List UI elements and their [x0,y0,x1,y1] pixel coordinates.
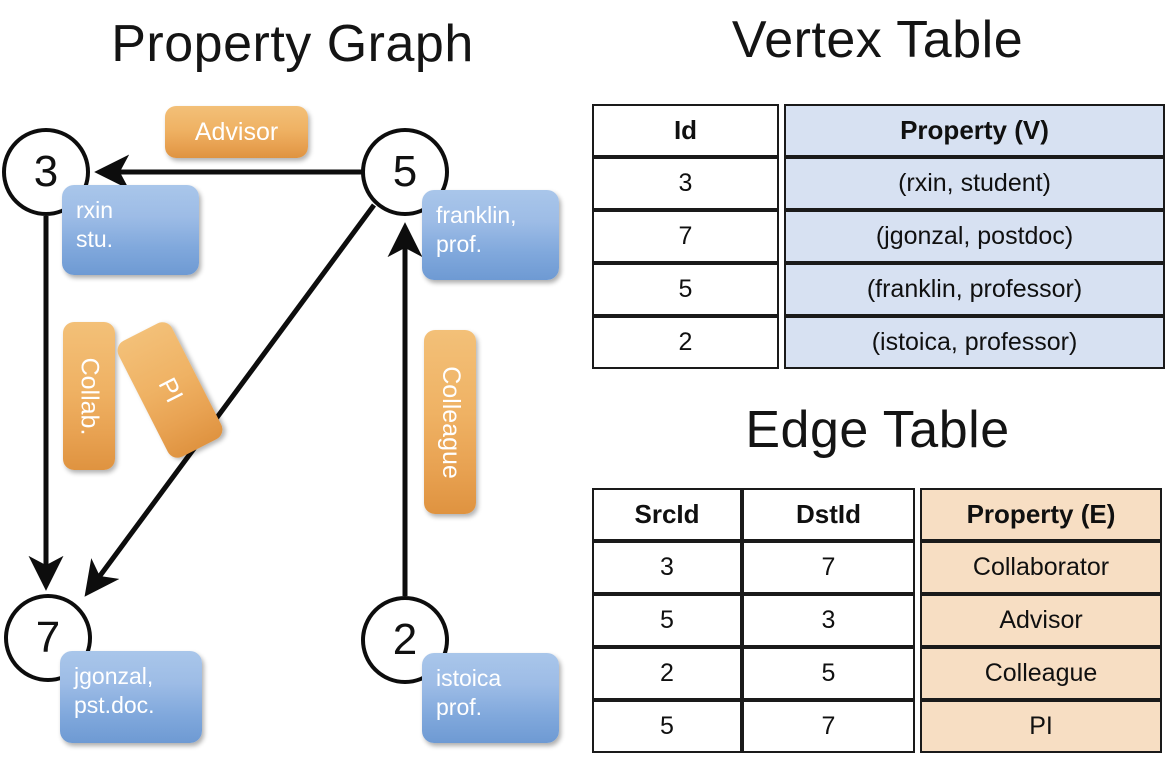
edge-label-collaborator-text: Collab. [75,357,104,435]
edge-table-column-gap [915,700,920,753]
edge-row-3-property: PI [920,700,1162,753]
edge-label-advisor-text: Advisor [194,117,279,146]
table-row[interactable]: 2 5 Colleague [592,647,1162,700]
edge-row-3-src: 5 [592,700,742,753]
graph-node-2[interactable]: 2 [361,596,449,684]
edge-row-2-dst: 5 [742,647,915,700]
vertex-row-2-property: (franklin, professor) [784,263,1165,316]
vertex-table-title: Vertex Table [731,11,1024,69]
edge-table-column-gap [915,647,920,700]
vertex-row-1-id: 7 [592,210,779,263]
vertex-table-column-gap [779,263,784,316]
edge-row-3-dst: 7 [742,700,915,753]
table-row[interactable]: 5 3 Advisor [592,594,1162,647]
node-7-property-box: jgonzal, pst.doc. [60,651,202,743]
edge-row-0-property: Collaborator [920,541,1162,594]
edge-label-pi-text: PI [152,372,189,407]
node-3-property-line-2: stu. [76,226,114,252]
node-2-property-line-2: prof. [436,694,483,720]
node-3-property-line-1: rxin [76,197,114,223]
edge-header-srcid: SrcId [592,488,742,541]
edge-table-column-gap [915,488,920,541]
table-row[interactable]: 3 7 Collaborator [592,541,1162,594]
edge-row-1-src: 5 [592,594,742,647]
vertex-table-column-gap [779,104,784,157]
edge-row-2-src: 2 [592,647,742,700]
edge-row-2-property: Colleague [920,647,1162,700]
edge-row-1-property: Advisor [920,594,1162,647]
vertex-row-2-id: 5 [592,263,779,316]
vertex-table-column-gap [779,157,784,210]
property-graph-panel: 3 5 7 2 rxin stu. franklin, prof. jgonza… [2,106,559,743]
edge-table: SrcId DstId Property (E) 3 7 Collaborato… [592,488,1162,753]
vertex-header-id: Id [592,104,779,157]
vertex-table-column-gap [779,316,784,369]
edge-header-property: Property (E) [920,488,1162,541]
vertex-row-0-id: 3 [592,157,779,210]
vertex-table-column-gap [779,210,784,263]
node-5-property-box: franklin, prof. [422,190,559,280]
vertex-row-0-property: (rxin, student) [784,157,1165,210]
vertex-header-property: Property (V) [784,104,1165,157]
edge-5-to-7 [84,203,377,597]
graph-edges-svg [28,154,423,597]
node-7-label: 7 [35,613,61,662]
edge-label-colleague-text: Colleague [436,365,465,479]
node-2-label: 2 [392,615,418,664]
vertex-row-3-id: 2 [592,316,779,369]
table-row[interactable]: 2 (istoica, professor) [592,316,1165,369]
vertex-table-header-row: Id Property (V) [592,104,1165,157]
node-2-property-line-1: istoica [436,665,502,691]
edge-row-1-dst: 3 [742,594,915,647]
edge-label-collaborator: Collab. [63,322,115,470]
vertex-row-1-property: (jgonzal, postdoc) [784,210,1165,263]
node-2-property-box: istoica prof. [422,653,559,743]
edge-table-column-gap [915,594,920,647]
table-row[interactable]: 7 (jgonzal, postdoc) [592,210,1165,263]
edge-table-column-gap [915,541,920,594]
edge-row-0-dst: 7 [742,541,915,594]
edge-table-title: Edge Table [745,401,1010,459]
vertex-table: Id Property (V) 3 (rxin, student) 7 (jgo… [592,104,1165,369]
node-5-property-line-1: franklin, [436,202,517,228]
node-7-property-line-1: jgonzal, [74,663,154,689]
node-3-label: 3 [33,147,59,196]
edge-row-0-src: 3 [592,541,742,594]
table-row[interactable]: 5 (franklin, professor) [592,263,1165,316]
edge-label-advisor: Advisor [165,106,308,158]
property-graph-title: Property Graph [111,15,474,73]
vertex-row-3-property: (istoica, professor) [784,316,1165,369]
table-row[interactable]: 5 7 PI [592,700,1162,753]
node-3-property-box: rxin stu. [62,185,199,275]
node-7-property-line-2: pst.doc. [74,692,155,718]
node-5-label: 5 [392,147,418,196]
node-5-property-line-2: prof. [436,231,483,257]
edge-header-dstid: DstId [742,488,915,541]
table-row[interactable]: 3 (rxin, student) [592,157,1165,210]
edge-table-header-row: SrcId DstId Property (E) [592,488,1162,541]
graph-node-5[interactable]: 5 [361,128,449,216]
edge-label-colleague: Colleague [424,330,476,514]
